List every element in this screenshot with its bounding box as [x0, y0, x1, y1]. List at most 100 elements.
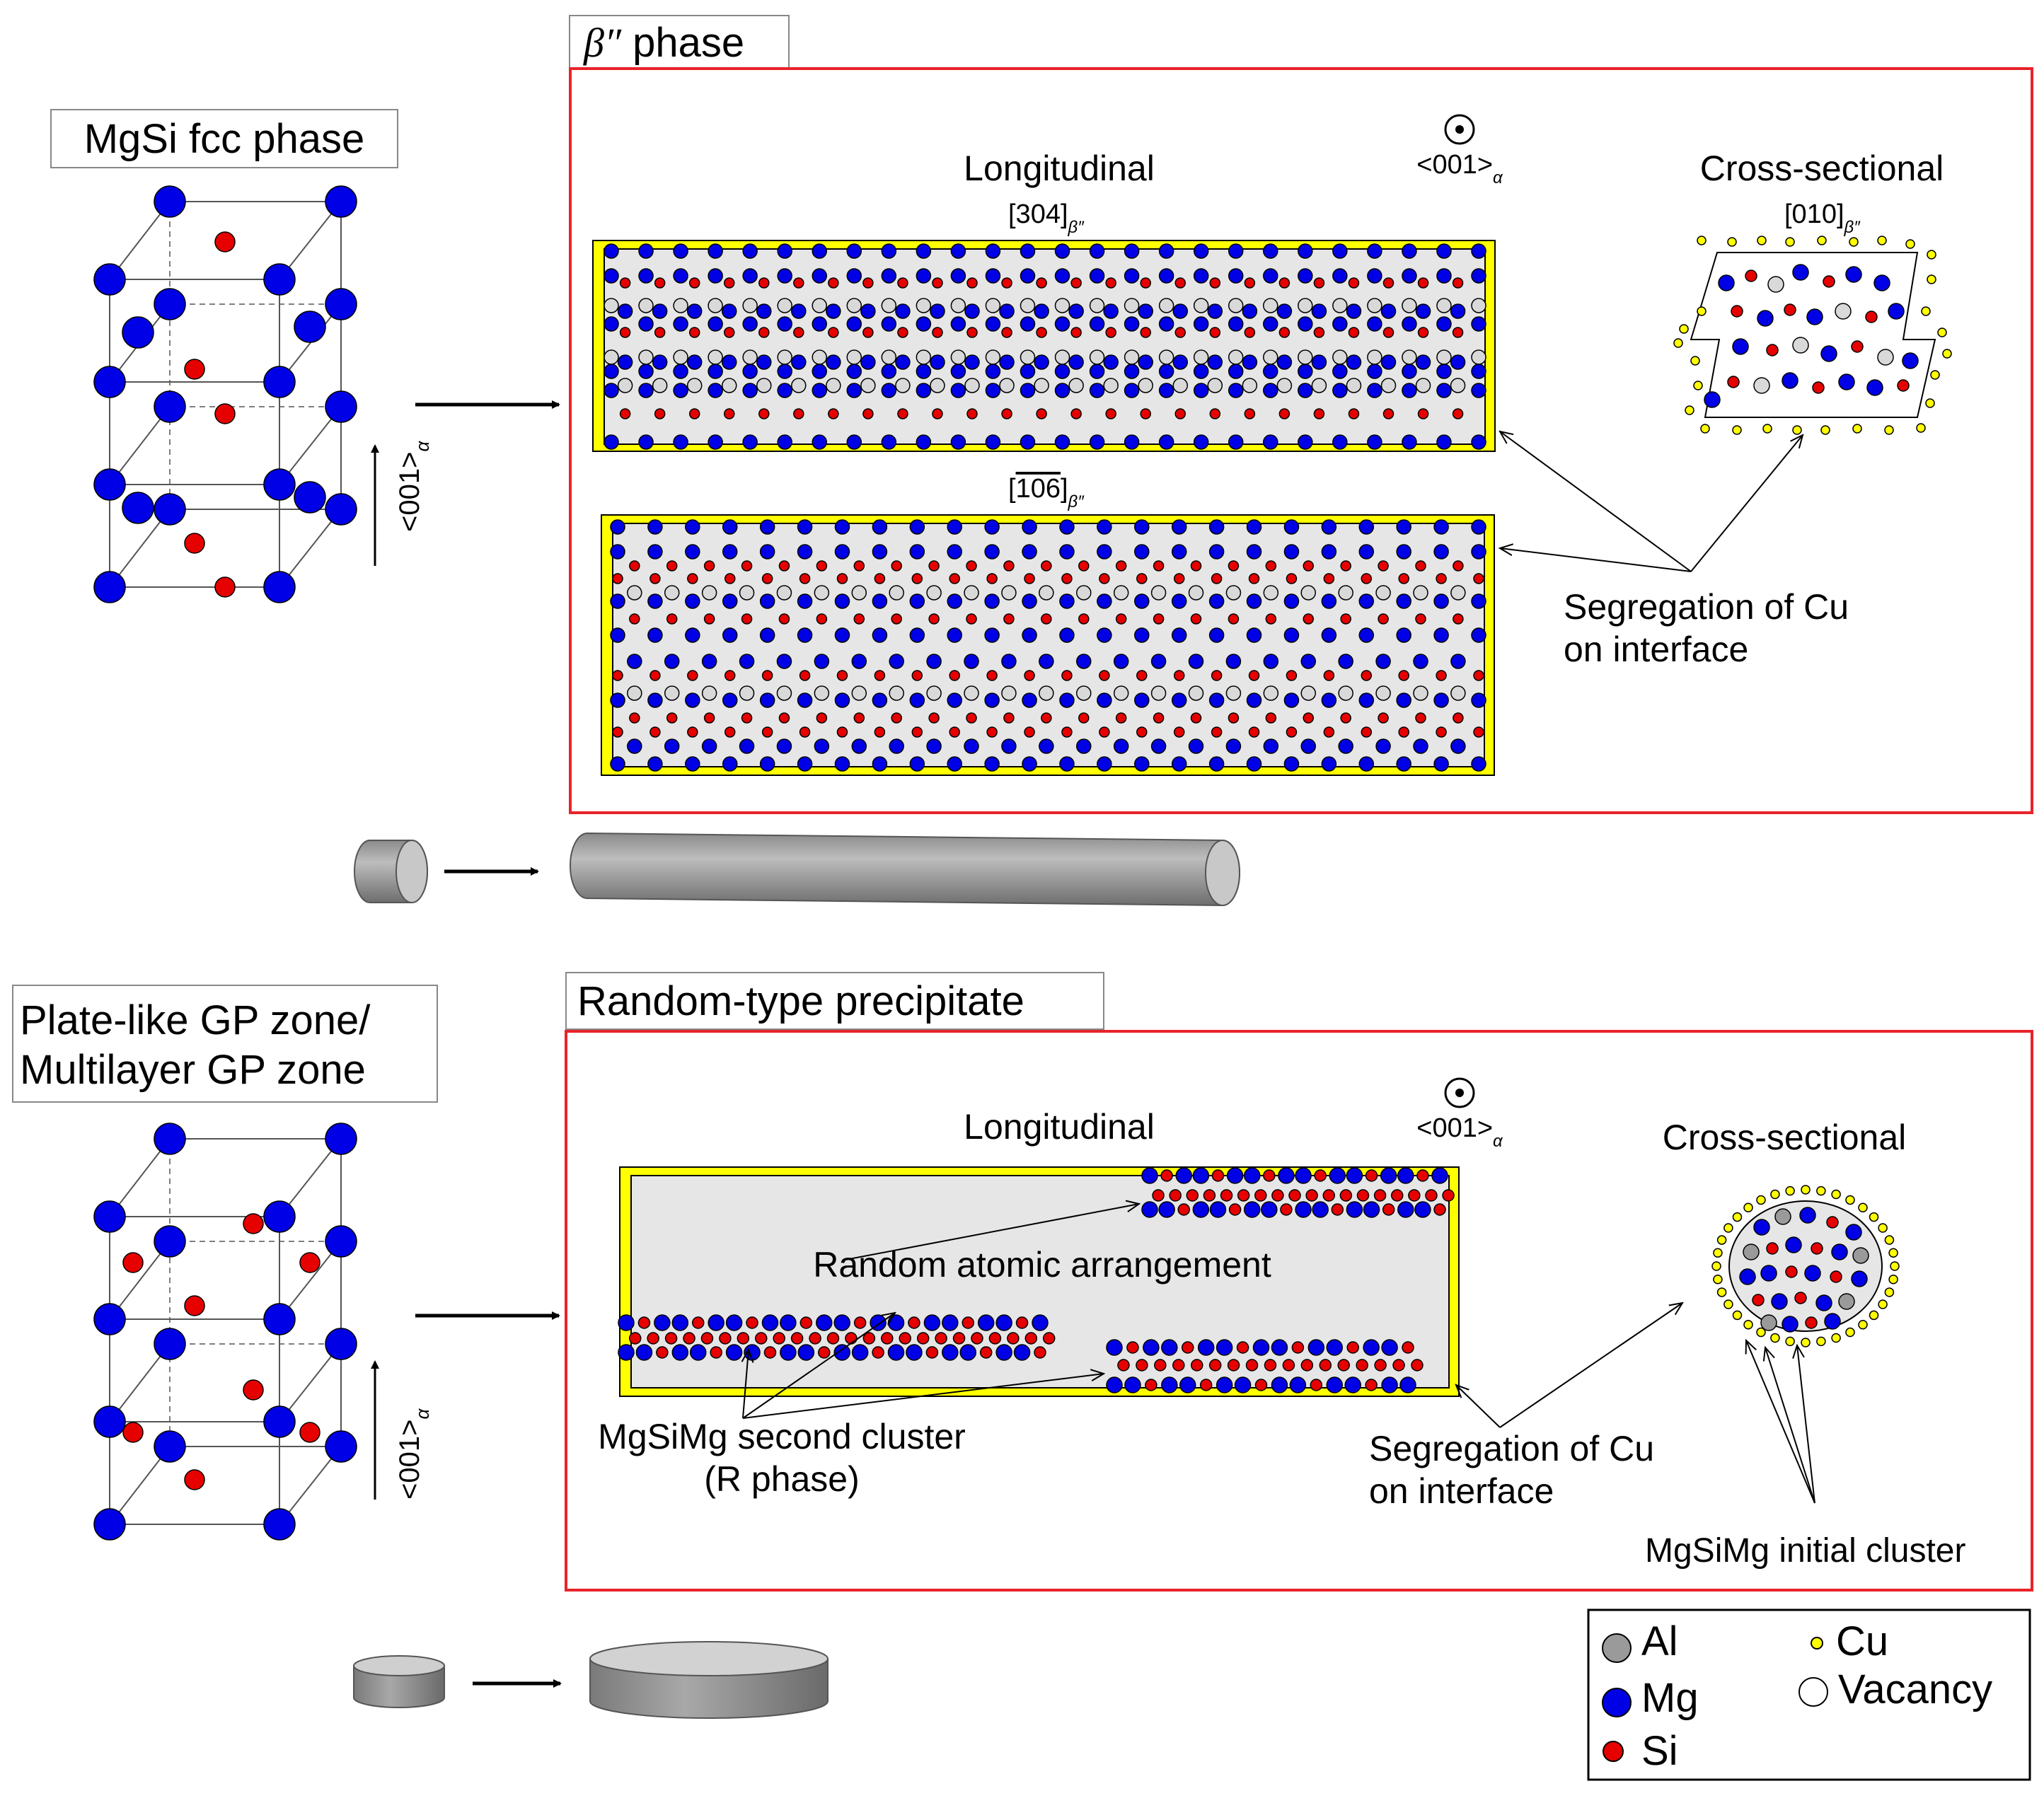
cu-atom	[1921, 306, 1931, 316]
si-atom	[874, 573, 886, 584]
mg-atom	[1207, 303, 1223, 319]
mg-atom	[923, 1314, 941, 1331]
mg-atom	[1097, 692, 1112, 708]
mg-atom	[93, 571, 126, 603]
si-atom	[1313, 408, 1325, 419]
si-atom	[1024, 1332, 1038, 1345]
vacancy-atom	[889, 585, 904, 601]
mg-atom	[1059, 593, 1075, 609]
si-atom	[688, 327, 700, 338]
mg-atom	[985, 243, 1001, 259]
cu-atom	[1697, 236, 1707, 245]
si-atom	[1731, 305, 1743, 318]
si-atom	[1830, 1270, 1842, 1283]
si-atom	[688, 277, 700, 289]
si-atom	[845, 1332, 858, 1345]
si-atom	[1190, 712, 1202, 724]
mg-atom	[812, 364, 827, 379]
si-atom	[928, 560, 940, 572]
mg-atom	[263, 1303, 296, 1335]
cu-atom	[1716, 1287, 1727, 1297]
mg-atom	[1380, 303, 1397, 319]
mg-atom	[950, 316, 966, 332]
si-atom	[891, 613, 902, 625]
si-atom	[891, 560, 902, 572]
mg-atom	[895, 354, 911, 370]
mg-atom	[1866, 379, 1883, 396]
vacancy-atom	[777, 298, 792, 313]
si-atom	[122, 1422, 144, 1443]
si-atom	[1177, 1203, 1190, 1216]
si-atom	[1340, 613, 1351, 625]
mg-atom	[1396, 756, 1411, 772]
mg-atom	[1283, 519, 1300, 535]
si-atom	[935, 1332, 947, 1345]
vacancy-atom	[1001, 585, 1017, 601]
mg-atom	[860, 303, 876, 319]
si-atom	[1034, 1346, 1046, 1359]
cu-atom	[1852, 424, 1862, 434]
si-atom	[700, 1332, 714, 1345]
mg-atom	[686, 354, 703, 370]
mg-atom	[1022, 692, 1037, 708]
cu-atom	[1673, 338, 1683, 348]
mg-atom	[1367, 364, 1382, 379]
mg-atom	[1193, 364, 1209, 379]
si-atom	[1378, 712, 1389, 724]
si-atom	[1784, 303, 1796, 316]
si-atom	[1001, 408, 1012, 419]
mg-atom	[673, 268, 688, 284]
mg-atom	[1271, 1339, 1288, 1356]
si-atom	[1415, 560, 1426, 572]
mg-atom	[777, 364, 792, 379]
beta-304-atoms	[604, 243, 1486, 450]
mg-atom	[294, 311, 326, 343]
si-atom	[1473, 726, 1484, 738]
mg-atom	[664, 738, 680, 754]
si-atom	[1115, 560, 1127, 572]
legend: Al Mg Si Cu Vacancy	[1587, 1608, 2031, 1781]
mg-atom	[947, 756, 962, 772]
si-atom	[1365, 1379, 1378, 1391]
si-atom	[1173, 573, 1185, 584]
mg-atom	[1321, 692, 1337, 708]
si-atom	[654, 327, 666, 338]
mg-atom	[154, 1225, 186, 1258]
si-atom	[619, 327, 631, 338]
si-atom	[966, 613, 977, 625]
mg-atom	[638, 316, 654, 332]
mg-atom	[1171, 756, 1187, 772]
mg-atom	[1732, 338, 1749, 355]
cu-atom	[1884, 1287, 1895, 1297]
si-atom	[1036, 327, 1047, 338]
mg-atom	[1089, 316, 1105, 332]
si-atom	[1356, 1189, 1370, 1202]
si-atom	[862, 327, 874, 338]
gp-axis-arrow: <001>α	[371, 1360, 433, 1500]
mg-atom	[1381, 1339, 1398, 1356]
si-atom	[1228, 560, 1240, 572]
mg-atom	[685, 692, 700, 708]
mg-atom	[1804, 1265, 1821, 1282]
si-atom	[966, 327, 978, 338]
si-atom	[1382, 277, 1395, 289]
mg-atom	[610, 756, 625, 772]
vacancy-atom	[627, 685, 642, 701]
mg-atom	[1271, 1376, 1288, 1393]
vacancy-atom	[1450, 685, 1466, 701]
mg-atom	[1124, 383, 1140, 398]
mg-atom	[895, 303, 911, 319]
vacancy-atom	[1150, 685, 1167, 701]
si-atom	[1452, 277, 1464, 289]
mg-atom	[1208, 756, 1225, 772]
si-atom	[1042, 1332, 1056, 1345]
mg-atom	[1346, 1201, 1363, 1218]
mg-atom	[708, 364, 723, 379]
vacancy-atom	[1298, 349, 1313, 365]
mg-atom	[812, 383, 827, 398]
mg-atom	[1471, 692, 1486, 708]
si-atom	[1117, 1359, 1130, 1372]
mg-atom	[1375, 738, 1391, 754]
mg-atom	[814, 654, 830, 669]
si-atom	[1436, 670, 1447, 681]
